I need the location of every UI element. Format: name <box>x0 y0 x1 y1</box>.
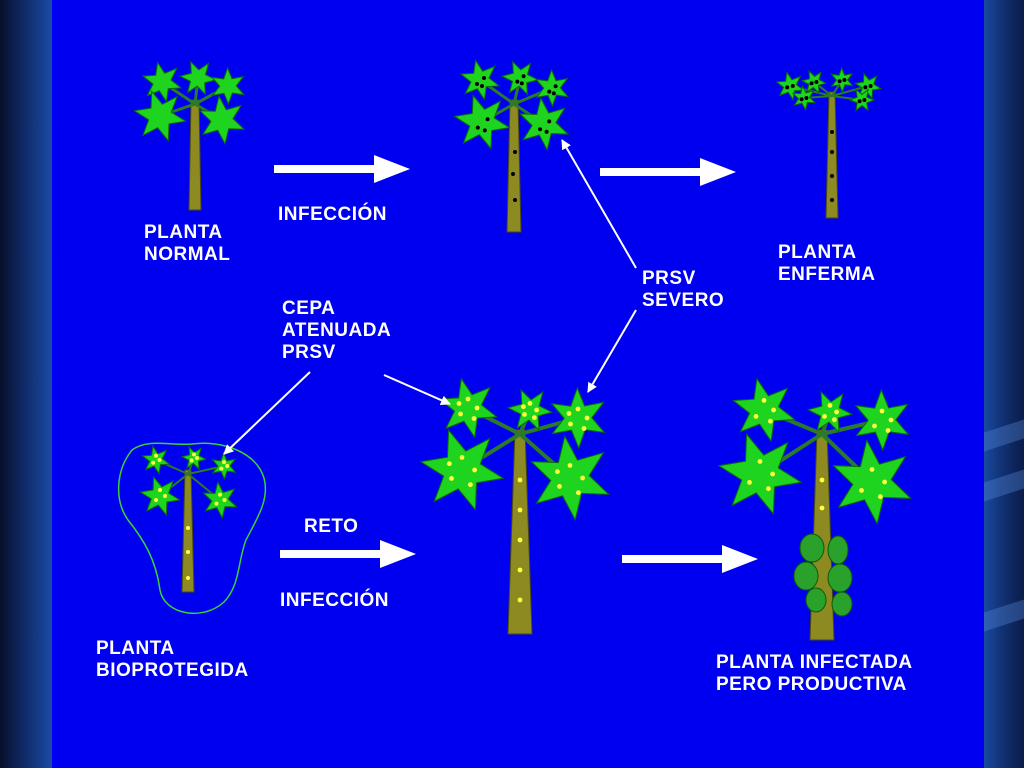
papaya-leaf <box>854 388 910 452</box>
papaya-leaf <box>800 69 828 95</box>
papaya-leaf <box>830 66 854 94</box>
papaya-trunk <box>507 429 533 635</box>
papaya-fruit <box>793 561 819 591</box>
papaya-leaf <box>198 94 246 146</box>
papaya-leaf <box>180 445 208 471</box>
pointer-cepa-to-bioprotected <box>223 371 311 455</box>
bioprotected-papaya-plant <box>139 444 238 593</box>
challenge-label: RETO <box>304 516 359 537</box>
papaya-fruit <box>805 587 827 613</box>
papaya-leaf <box>133 89 187 143</box>
papaya-leaf <box>211 451 237 481</box>
bioprotected-plant-label: PLANTA BIOPROTEGIDA <box>96 638 249 681</box>
papaya-leaf <box>534 68 570 108</box>
papaya-trunk <box>825 91 839 219</box>
papaya-leaf <box>178 60 218 96</box>
papaya-leaf <box>832 438 912 526</box>
diagram-slide: PLANTA NORMAL INFECCIÓN PLANTA ENFERMA P… <box>52 0 984 768</box>
papaya-leaf <box>550 386 606 450</box>
papaya-leaf <box>500 60 540 96</box>
papaya-leaf <box>506 388 554 432</box>
big-arrow-bottom-1 <box>280 540 416 568</box>
attenuated-strain-label: CEPA ATENUADA PRSV <box>282 298 392 363</box>
papaya-trunk <box>188 99 202 211</box>
papaya-leaf <box>775 70 805 102</box>
infection-label-top: INFECCIÓN <box>278 204 387 225</box>
sick-papaya-plant <box>775 66 883 219</box>
papaya-leaf <box>202 480 238 520</box>
papaya-leaf <box>141 61 183 103</box>
prsv-severe-label: PRSV SEVERO <box>642 268 725 311</box>
papaya-fruit <box>827 535 849 565</box>
infected-productive-label: PLANTA INFECTADA PERO PRODUCTIVA <box>716 652 913 695</box>
right-frame-border <box>984 0 1024 768</box>
papaya-leaf <box>437 377 499 439</box>
bioprotection-outline <box>117 442 267 615</box>
papaya-leaf <box>791 84 817 112</box>
normal-papaya-plant <box>133 60 246 211</box>
infected-productive-papaya-plant <box>717 377 912 641</box>
papaya-trunk <box>181 469 195 593</box>
papaya-leaf <box>459 59 501 101</box>
papaya-leaf <box>210 66 246 106</box>
infection-label-bottom: INFECCIÓN <box>280 590 389 611</box>
papaya-leaf <box>853 72 883 100</box>
left-frame-border <box>0 0 52 768</box>
big-arrow-top-1 <box>274 155 410 183</box>
papaya-leaf <box>419 428 505 512</box>
papaya-leaf <box>141 444 171 476</box>
normal-plant-label: PLANTA NORMAL <box>144 222 231 265</box>
papaya-trunk <box>506 99 522 233</box>
papaya-leaf <box>530 434 610 522</box>
pointer-cepa-to-challenged <box>383 374 451 405</box>
papaya-fruit <box>799 533 825 563</box>
challenged-papaya-plant <box>419 377 610 635</box>
papaya-leaf <box>848 88 876 112</box>
big-arrow-bottom-2 <box>622 545 758 573</box>
papaya-leaf <box>453 94 511 150</box>
big-arrow-top-2 <box>600 158 736 186</box>
sick-plant-label: PLANTA ENFERMA <box>778 242 876 285</box>
papaya-leaf <box>139 475 181 517</box>
papaya-fruit <box>827 563 853 593</box>
papaya-leaf <box>732 377 796 443</box>
infected-papaya-plant <box>453 59 570 233</box>
pointer-prsv-to-infected <box>561 139 637 269</box>
diagram-illustration <box>117 59 912 641</box>
papaya-leaf <box>717 432 803 516</box>
papaya-fruit <box>831 591 853 617</box>
pointer-prsv-to-challenged <box>587 309 637 393</box>
papaya-leaf <box>518 96 570 152</box>
papaya-leaf <box>806 390 854 434</box>
